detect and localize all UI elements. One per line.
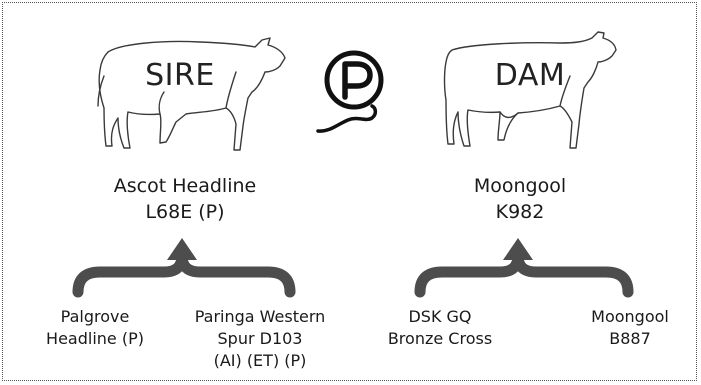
sire-label: SIRE bbox=[145, 58, 215, 93]
sire-arrow-head bbox=[167, 238, 197, 260]
dam-name: Moongool K982 bbox=[440, 173, 600, 225]
dam-arrow-head bbox=[503, 238, 533, 260]
ancestor-line: Headline (P) bbox=[46, 329, 144, 348]
ancestor-line: Palgrove bbox=[60, 307, 130, 326]
dam-bracket-arrow bbox=[414, 248, 634, 298]
sire-name-line2: L68E (P) bbox=[145, 201, 225, 223]
ancestor-line: DSK GQ bbox=[408, 307, 472, 326]
ancestor-line: B887 bbox=[609, 329, 651, 348]
polled-symbol-icon bbox=[316, 50, 384, 133]
ancestor-line: Moongool bbox=[591, 307, 669, 326]
sire-name-line1: Ascot Headline bbox=[113, 175, 257, 197]
dam-granddam: Moongool B887 bbox=[570, 306, 690, 350]
sire-name: Ascot Headline L68E (P) bbox=[80, 173, 290, 225]
dam-label: DAM bbox=[494, 58, 566, 93]
dam-name-line2: K982 bbox=[495, 201, 545, 223]
bull-icon bbox=[97, 37, 286, 151]
sire-granddam: Paringa Western Spur D103 (AI) (ET) (P) bbox=[170, 306, 350, 372]
ancestor-line: Paringa Western bbox=[194, 307, 326, 326]
diagram-frame bbox=[2, 2, 697, 381]
dam-grandsire: DSK GQ Bronze Cross bbox=[360, 306, 520, 350]
dam-name-line1: Moongool bbox=[473, 175, 567, 197]
sire-bracket-arrow bbox=[72, 248, 296, 298]
sire-grandsire: Palgrove Headline (P) bbox=[15, 306, 175, 350]
cow-icon bbox=[443, 31, 617, 149]
ancestor-line: (AI) (ET) (P) bbox=[213, 351, 307, 370]
ancestor-line: Spur D103 bbox=[217, 329, 303, 348]
ancestor-line: Bronze Cross bbox=[387, 329, 493, 348]
